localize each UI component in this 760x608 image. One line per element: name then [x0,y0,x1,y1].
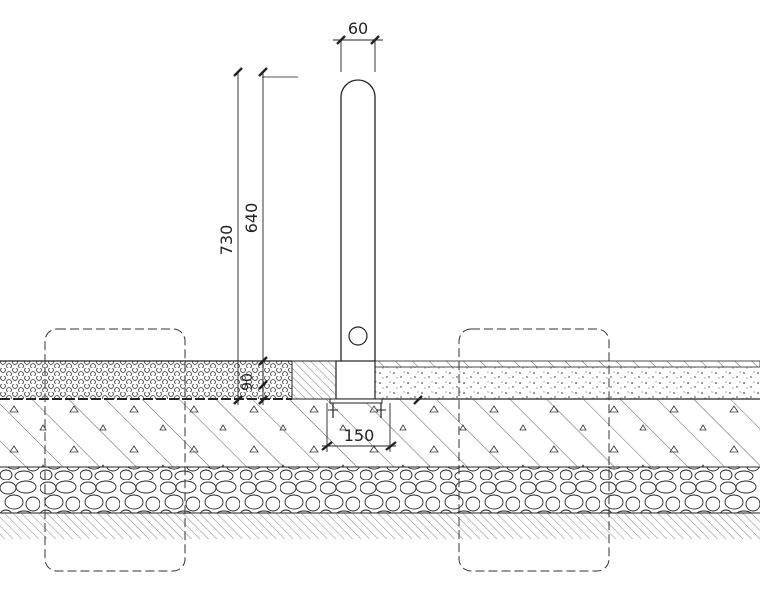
subgrade-layer [0,513,760,539]
tree-pit-outline-right [458,328,610,572]
base-plate [329,398,383,404]
gravel-layer [0,467,760,514]
dimension-post-height [258,67,298,405]
concrete-base-layer [0,399,760,468]
dimension-label-footing-width: 150 [344,426,375,445]
dimension-footing-width [321,395,423,452]
dimension-post-width [333,35,383,72]
dimension-total-height [233,67,243,405]
curb-block [291,360,337,400]
dimension-label-post-height: 640 [242,203,261,234]
paving-layer-right [374,360,760,400]
bollard-post [328,79,386,418]
tree-pit-outline-left [44,328,186,572]
bollard-base-sleeve [335,360,376,400]
dimension-label-paving-thickness: 90 [240,373,256,391]
reflector-ring [348,326,368,346]
dimension-label-post-width: 60 [348,19,368,38]
dimension-label-total-height: 730 [217,225,236,256]
